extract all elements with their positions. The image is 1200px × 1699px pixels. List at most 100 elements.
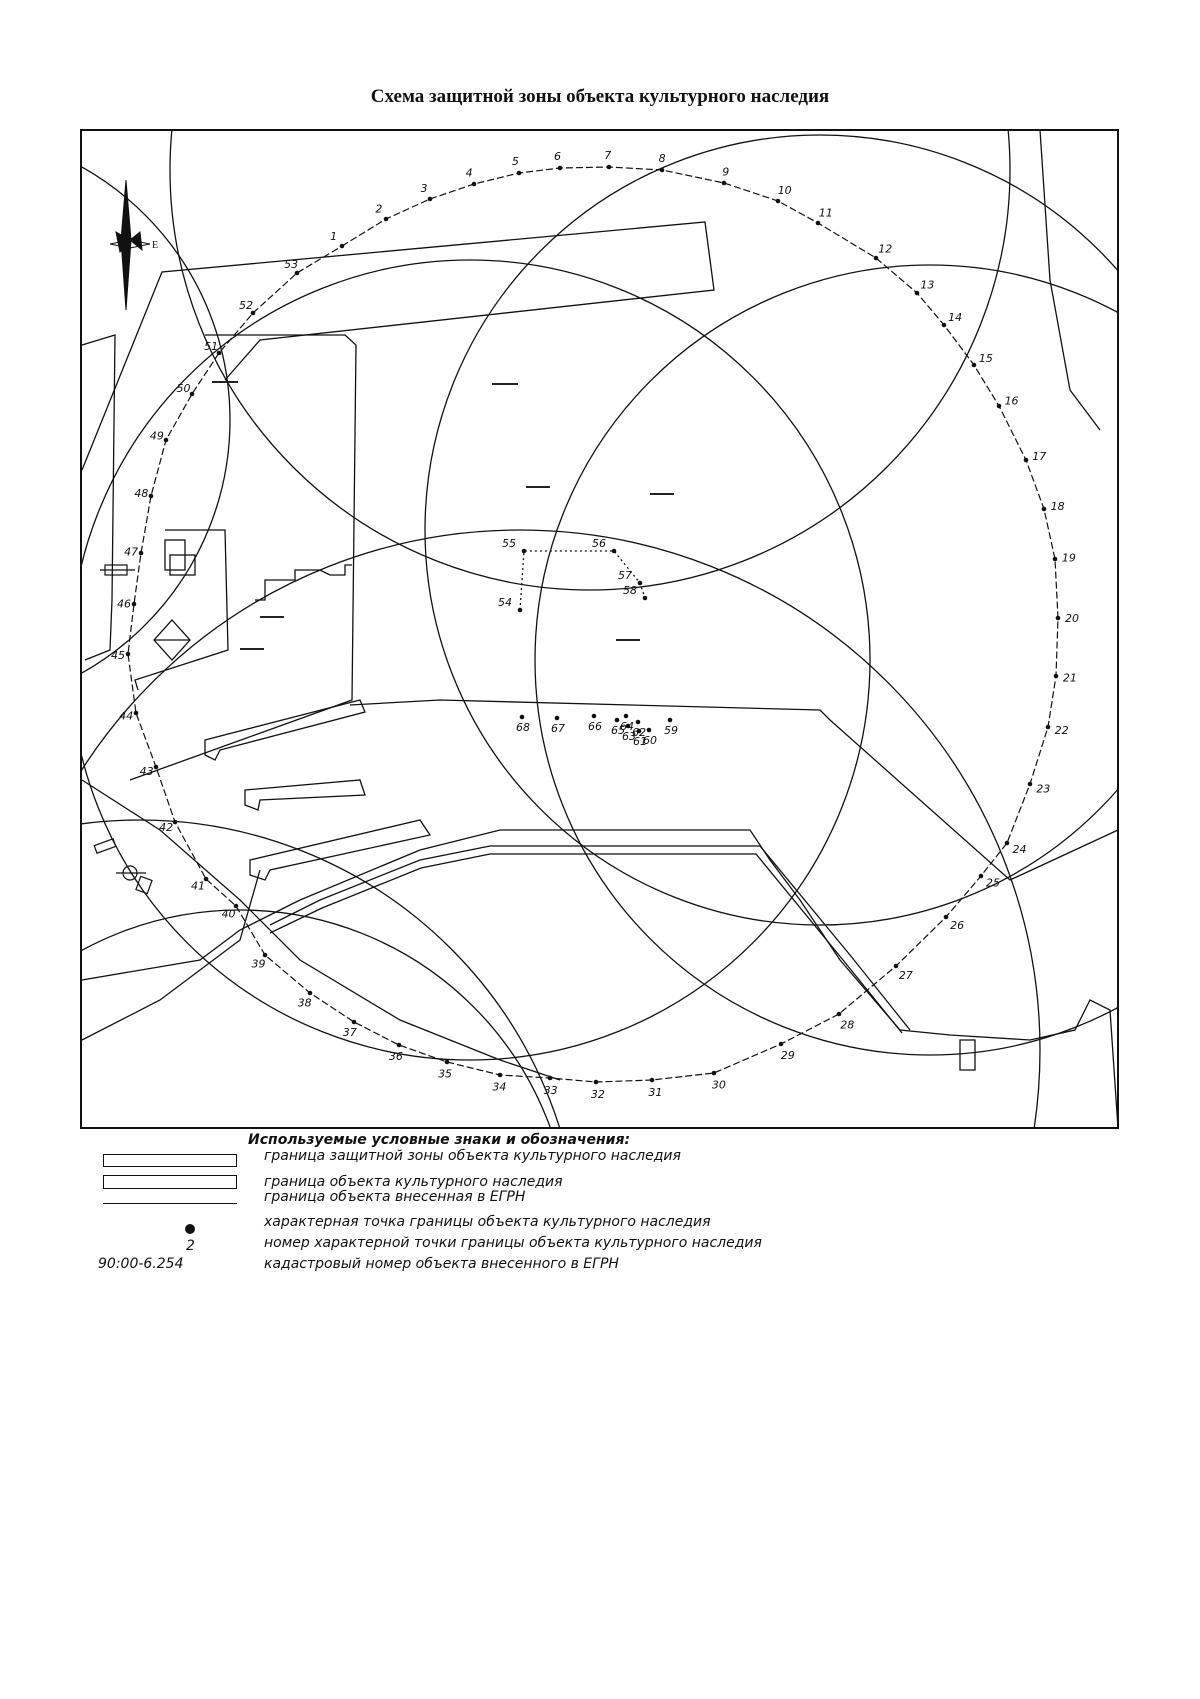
zone-point-label-41: 41 bbox=[191, 880, 205, 893]
zone-point-label-42: 42 bbox=[159, 821, 173, 834]
zone-point-28 bbox=[836, 1011, 842, 1017]
zone-point-43 bbox=[153, 764, 159, 770]
zone-point-label-1: 1 bbox=[330, 230, 337, 243]
zone-point-22 bbox=[1045, 724, 1051, 730]
zone-point-21 bbox=[1053, 673, 1059, 679]
zone-point-label-15: 15 bbox=[979, 352, 993, 365]
zone-point-label-25: 25 bbox=[986, 877, 1000, 890]
zone-point-label-31: 31 bbox=[648, 1086, 662, 1099]
zone-point-41 bbox=[203, 876, 209, 882]
object-point-label-56: 56 bbox=[592, 537, 606, 550]
cadastral-parcel-left bbox=[81, 334, 116, 661]
cadastral-parcel-diagonal bbox=[81, 779, 561, 1081]
zone-point-label-48: 48 bbox=[134, 487, 148, 500]
zone-point-46 bbox=[131, 601, 137, 607]
zone-point-40 bbox=[233, 903, 239, 909]
zone-point-20 bbox=[1055, 615, 1061, 621]
cadastral-parcel-south-2 bbox=[81, 869, 261, 1041]
zone-point-label-19: 19 bbox=[1062, 551, 1076, 564]
zone-point-label-30: 30 bbox=[712, 1079, 726, 1092]
zone-point-31 bbox=[649, 1077, 655, 1083]
object-point-59 bbox=[667, 717, 673, 723]
zone-point-label-28: 28 bbox=[840, 1018, 854, 1031]
zone-point-1 bbox=[339, 243, 345, 249]
zone-circle-2 bbox=[424, 134, 1118, 926]
zone-point-34 bbox=[497, 1072, 503, 1078]
zone-point-label-10: 10 bbox=[778, 184, 792, 197]
zone-point-label-9: 9 bbox=[722, 165, 729, 178]
zone-point-24 bbox=[1004, 840, 1010, 846]
object-point-57 bbox=[637, 580, 643, 586]
zone-point-27 bbox=[893, 963, 899, 969]
zone-point-label-4: 4 bbox=[466, 166, 473, 179]
zone-circle-4 bbox=[81, 529, 1041, 1128]
cadastral-parcel-east bbox=[1039, 130, 1101, 431]
zone-point-label-6: 6 bbox=[554, 150, 561, 163]
legend-item-cadastral-number: кадастровый номер объекта внесенного в Е… bbox=[264, 1256, 619, 1272]
object-point-68 bbox=[519, 714, 525, 720]
object-point-66 bbox=[591, 713, 597, 719]
zone-point-label-26: 26 bbox=[950, 919, 964, 932]
cadastral-parcel-sea bbox=[349, 699, 1118, 881]
zone-point-39 bbox=[262, 952, 268, 958]
legend-item-point: характерная точка границы объекта культу… bbox=[264, 1214, 711, 1230]
legend-item-egrn-boundary: граница объекта внесенная в ЕГРН bbox=[264, 1189, 526, 1205]
zone-point-2 bbox=[383, 216, 389, 222]
zone-point-49 bbox=[163, 437, 169, 443]
object-point-54 bbox=[517, 607, 523, 613]
zone-point-10 bbox=[775, 198, 781, 204]
zone-point-37 bbox=[351, 1019, 357, 1025]
building-block-2 bbox=[255, 564, 352, 601]
object-point-55 bbox=[521, 548, 527, 554]
zone-point-label-38: 38 bbox=[298, 996, 312, 1009]
object-point-label-54: 54 bbox=[498, 596, 512, 609]
legend-symbol-point bbox=[185, 1224, 195, 1234]
zone-point-label-7: 7 bbox=[604, 149, 611, 162]
zone-point-label-53: 53 bbox=[284, 258, 298, 271]
zone-point-label-36: 36 bbox=[389, 1050, 403, 1063]
zone-point-label-11: 11 bbox=[819, 206, 833, 219]
zone-point-label-52: 52 bbox=[239, 299, 253, 312]
cadastral-parcel-top bbox=[81, 221, 715, 471]
heritage-object-edge bbox=[519, 550, 646, 611]
zone-point-label-43: 43 bbox=[140, 765, 154, 778]
north-arrow-compass-icon: E bbox=[109, 179, 158, 311]
zone-point-29 bbox=[778, 1041, 784, 1047]
zone-point-label-12: 12 bbox=[878, 242, 892, 255]
zone-point-30 bbox=[711, 1070, 717, 1076]
zone-point-label-49: 49 bbox=[150, 429, 164, 442]
zone-point-label-2: 2 bbox=[375, 202, 382, 215]
zone-point-label-39: 39 bbox=[252, 957, 266, 970]
object-point-label-57: 57 bbox=[618, 569, 632, 582]
legend-sample-cadastral: 90:00-6.254 bbox=[98, 1256, 184, 1272]
object-point-67 bbox=[554, 715, 560, 721]
legend-item-point-number: номер характерной точки границы объекта … bbox=[264, 1235, 762, 1251]
zone-point-19 bbox=[1052, 556, 1058, 562]
object-point-63 bbox=[625, 723, 631, 729]
map-frame bbox=[80, 129, 1119, 1129]
zone-point-label-47: 47 bbox=[124, 545, 138, 558]
pier-3 bbox=[249, 819, 432, 881]
zone-point-label-3: 3 bbox=[421, 182, 428, 195]
zone-point-5 bbox=[516, 170, 522, 176]
zone-point-label-23: 23 bbox=[1036, 782, 1050, 795]
zone-point-label-14: 14 bbox=[948, 311, 962, 324]
zone-point-label-37: 37 bbox=[343, 1026, 357, 1039]
zone-point-label-17: 17 bbox=[1032, 450, 1046, 463]
object-point-label-63: 63 bbox=[622, 730, 636, 743]
zone-point-label-34: 34 bbox=[492, 1081, 506, 1094]
zone-point-label-13: 13 bbox=[920, 278, 934, 291]
object-point-label-58: 58 bbox=[623, 584, 637, 597]
legend-symbol-egrn-boundary bbox=[103, 1203, 237, 1204]
zone-point-26 bbox=[943, 914, 949, 920]
zone-point-4 bbox=[471, 181, 477, 187]
legend-item-object-boundary: граница объекта культурного наследия bbox=[264, 1174, 563, 1190]
zone-point-3 bbox=[427, 196, 433, 202]
legend-sample-number: 2 bbox=[186, 1238, 195, 1254]
zone-point-label-50: 50 bbox=[177, 382, 191, 395]
zone-point-label-21: 21 bbox=[1063, 671, 1077, 684]
object-point-62 bbox=[635, 719, 641, 725]
object-point-label-67: 67 bbox=[551, 722, 565, 735]
zone-circle-7 bbox=[169, 130, 1011, 591]
